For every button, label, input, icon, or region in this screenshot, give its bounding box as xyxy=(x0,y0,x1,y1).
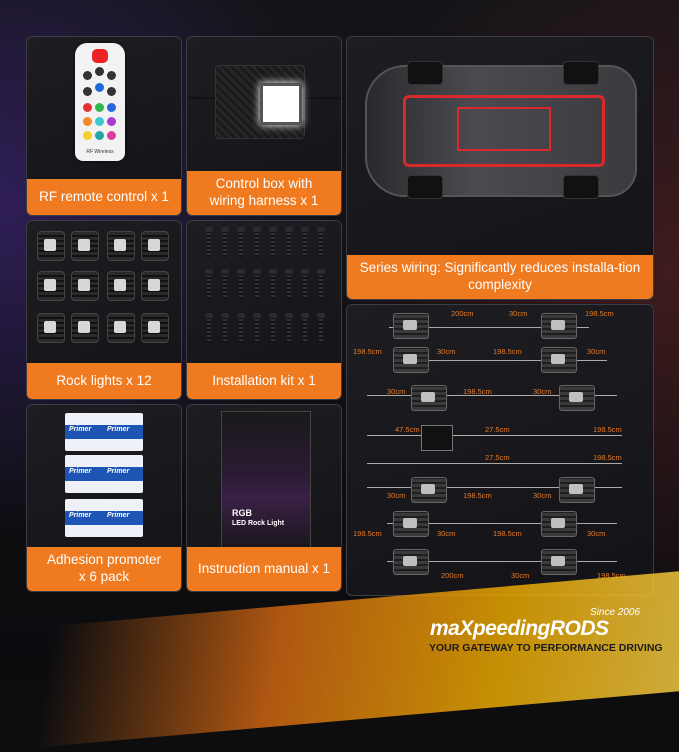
wire-length-label: 198.5cm xyxy=(493,347,522,356)
series-wiring-label: Series wiring: Significantly reduces ins… xyxy=(347,255,653,299)
wire-length-label: 198.5cm xyxy=(597,571,626,580)
wire-length-label: 198.5cm xyxy=(493,529,522,538)
wire-length-label: 200cm xyxy=(451,309,474,318)
brand-since: Since 2006 xyxy=(590,607,641,618)
panel-remote: RF Wireless RF remote control x 1 xyxy=(26,36,182,216)
wire-length-label: 198.5cm xyxy=(463,491,492,500)
manual-label: Instruction manual x 1 xyxy=(187,547,341,591)
panel-rock-lights: Rock lights x 12 xyxy=(26,220,182,400)
wire-length-label: 200cm xyxy=(441,571,464,580)
power-button-icon xyxy=(92,49,108,63)
primer-card-text: Primer xyxy=(107,468,130,475)
wire-length-label: 30cm xyxy=(437,347,456,356)
wire-length-label: 198.5cm xyxy=(593,453,622,462)
primer-card-text: Primer xyxy=(69,426,92,433)
panel-control-box: Control box with wiring harness x 1 xyxy=(186,36,342,216)
wire-length-label: 30cm xyxy=(437,529,456,538)
panel-install-kit: Installation kit x 1 xyxy=(186,220,342,400)
wire-length-label: 30cm xyxy=(587,347,606,356)
panel-instruction-manual: RGB LED Rock Light Instruction manual x … xyxy=(186,404,342,592)
primer-card-text: Primer xyxy=(69,468,92,475)
adhesion-label: Adhesion promoter x 6 pack xyxy=(27,547,181,591)
wire-length-label: 30cm xyxy=(511,571,530,580)
brand-tagline-b: PERFORMANCE DRIVING xyxy=(533,642,663,654)
install-kit-label: Installation kit x 1 xyxy=(187,363,341,399)
control-box-image xyxy=(215,65,305,139)
control-box-label: Control box with wiring harness x 1 xyxy=(187,171,341,215)
car-underside-image xyxy=(365,61,637,199)
primer-card-text: Primer xyxy=(69,512,92,519)
control-box-led-icon xyxy=(260,83,302,125)
remote-brand-text: RF Wireless xyxy=(86,149,114,155)
panel-series-wiring: Series wiring: Significantly reduces ins… xyxy=(346,36,654,300)
brand-tagline-a: YOUR GATEWAY TO xyxy=(429,642,531,654)
rock-lights-label: Rock lights x 12 xyxy=(27,363,181,399)
wire-length-label: 47.5cm xyxy=(395,425,420,434)
panel-wiring-diagram: 200cm 30cm 198.5cm 198.5cm 30cm 198.5cm … xyxy=(346,304,654,596)
wire-length-label: 198.5cm xyxy=(585,309,614,318)
primer-card-text: Primer xyxy=(107,426,130,433)
manual-cover-subtitle: LED Rock Light xyxy=(232,520,285,527)
wire-length-label: 198.5cm xyxy=(593,425,622,434)
wire-length-label: 198.5cm xyxy=(353,529,382,538)
brand-tagline: YOUR GATEWAY TO PERFORMANCE DRIVING xyxy=(429,642,663,654)
manual-cover-title: RGB xyxy=(232,508,252,518)
wire-length-label: 27.5cm xyxy=(485,425,510,434)
wire-length-label: 30cm xyxy=(587,529,606,538)
remote-label: RF remote control x 1 xyxy=(27,179,181,215)
wire-length-label: 30cm xyxy=(533,387,552,396)
wire-length-label: 30cm xyxy=(509,309,528,318)
manual-cover-image: RGB LED Rock Light xyxy=(221,411,311,557)
wiring-control-box xyxy=(421,425,453,451)
wire-length-label: 30cm xyxy=(387,387,406,396)
wire-length-label: 27.5cm xyxy=(485,453,510,462)
wire-length-label: 30cm xyxy=(387,491,406,500)
primer-card-text: Primer xyxy=(107,512,130,519)
wire-length-label: 198.5cm xyxy=(463,387,492,396)
remote-control-image: RF Wireless xyxy=(75,43,125,161)
wire-length-label: 30cm xyxy=(533,491,552,500)
wire-length-label: 198.5cm xyxy=(353,347,382,356)
brand-logo: maXpeedingRODS xyxy=(430,617,609,640)
